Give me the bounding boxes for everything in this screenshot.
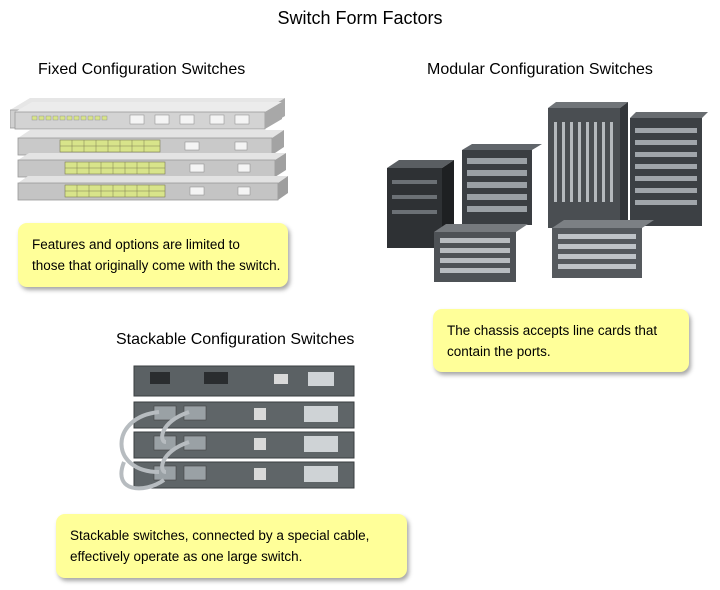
modular-switches-heading: Modular Configuration Switches xyxy=(427,61,653,78)
stackable-caption-line-1: Stackable switches, connected by a speci… xyxy=(70,528,370,543)
stackable-switches-image xyxy=(119,365,355,491)
fixed-switches-heading: Fixed Configuration Switches xyxy=(38,61,246,78)
stackable-switches-callout: Stackable switches, connected by a speci… xyxy=(56,514,407,578)
fixed-caption-line-2: those that originally come with the swit… xyxy=(32,258,281,273)
fixed-caption-line-1: Features and options are limited to xyxy=(32,237,240,252)
stackable-caption-line-2: effectively operate as one large switch. xyxy=(70,549,303,564)
modular-caption-line-2: contain the ports. xyxy=(447,344,551,359)
fixed-switches-callout: Features and options are limited to thos… xyxy=(18,223,288,287)
page-title: Switch Form Factors xyxy=(277,8,443,28)
stackable-switches-heading: Stackable Configuration Switches xyxy=(116,331,355,348)
fixed-switches-image xyxy=(10,98,288,201)
modular-switches-callout: The chassis accepts line cards that cont… xyxy=(433,309,689,372)
modular-caption-line-1: The chassis accepts line cards that xyxy=(447,323,658,338)
modular-switches-image xyxy=(387,102,708,282)
